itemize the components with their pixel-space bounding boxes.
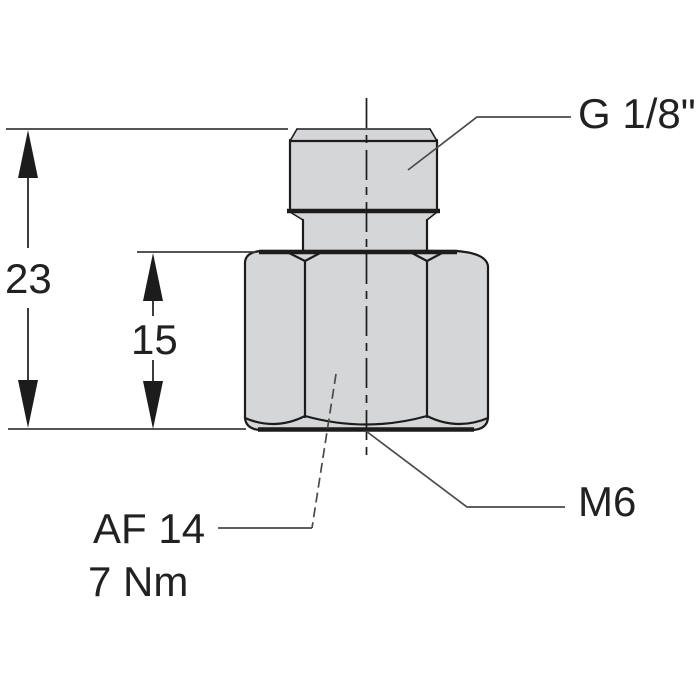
top-thread-leader-line [407,116,571,171]
hex-bottom-center-chamfer-arc [303,414,429,426]
dim-23-label: 23 [5,255,52,302]
dim-15-label: 15 [131,316,178,363]
plug-top-left-chamfer [289,128,298,142]
dimension-hex-height: 15 [131,251,256,429]
top-plug-face [290,140,437,212]
dimension-total-height: 23 [5,128,288,430]
top-thread-label: G 1/8" [578,90,696,137]
wrench-size-label: AF 14 [93,505,205,552]
top-plug-chamfer-face [290,129,437,141]
wrench-leader-diagonal [311,373,337,529]
hex-bottom-left-chamfer-arc [243,414,307,426]
plug-neck-taper-face [290,211,437,220]
callout-wrench-torque: AF 14 7 Nm [88,373,337,605]
hex-bottom-right-chamfer-arc [425,414,490,426]
dim-15-arrow-up [143,253,163,301]
dim-23-arrow-down [18,380,38,428]
torque-label: 7 Nm [88,558,188,605]
bottom-thread-leader-line [365,430,565,508]
plug-top-right-chamfer [429,128,438,142]
taper-left-edge [289,211,304,221]
bottom-thread-label: M6 [578,478,636,525]
taper-right-edge [426,211,438,221]
callout-top-thread: G 1/8" [407,90,696,171]
dim-15-arrow-down [143,381,163,429]
dim-23-arrow-up [18,130,38,178]
callout-bottom-thread: M6 [365,430,636,525]
neck-face [303,218,427,253]
